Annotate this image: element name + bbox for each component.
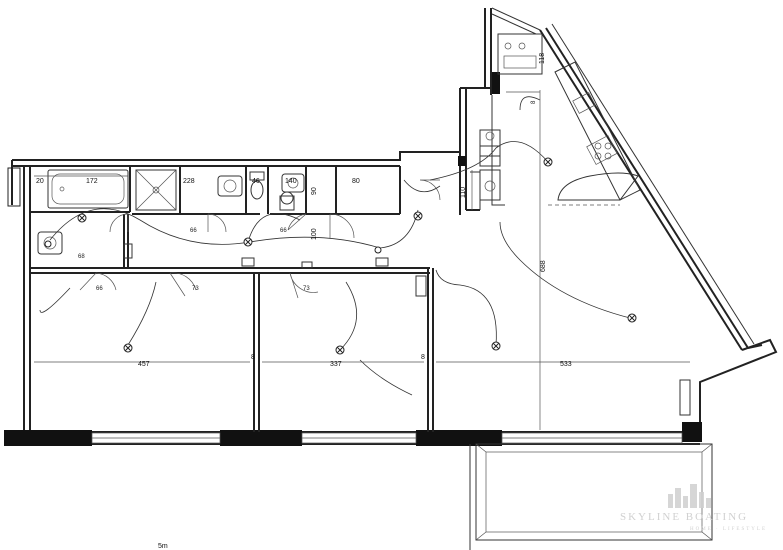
bottom-wall-blocks xyxy=(4,72,702,446)
washbasin-2 xyxy=(281,173,305,193)
doors xyxy=(79,179,441,299)
dim-46: 46 xyxy=(252,178,260,185)
toilet-2 xyxy=(279,191,295,211)
dim-100: 100 xyxy=(311,228,318,240)
dim-533: 533 xyxy=(560,361,572,368)
kitchen-counter-top xyxy=(497,33,543,75)
dim-110: 110 xyxy=(460,187,467,198)
dim-118: 118 xyxy=(539,53,546,64)
dim-457: 457 xyxy=(138,361,150,368)
lamp-9 xyxy=(44,240,52,248)
watermark-tagline: HOME · LIFESTYLE xyxy=(690,527,767,532)
dim-8-a: 8 xyxy=(251,354,255,361)
lamp-8 xyxy=(627,313,637,323)
kitchen-diagonal-counter xyxy=(554,61,641,201)
dim-172: 172 xyxy=(86,178,98,185)
bathtub xyxy=(47,169,129,209)
dim-8-b: 8 xyxy=(421,354,425,361)
watermark-brand: SKYLINE BOATING xyxy=(620,511,748,523)
lamp-4 xyxy=(543,157,553,167)
dim-90: 90 xyxy=(311,187,318,195)
watermark-skyline-icon xyxy=(668,484,711,508)
dim-228: 228 xyxy=(183,178,195,185)
door-73-a: 73 xyxy=(192,286,199,292)
door-68: 68 xyxy=(78,254,85,260)
dim-140: 140 xyxy=(285,178,297,185)
kitchen-column-fixtures xyxy=(479,129,501,201)
lamp-6 xyxy=(335,345,345,355)
door-73-b: 73 xyxy=(303,286,310,292)
scale-label: 5m xyxy=(158,543,168,550)
lamp-5 xyxy=(123,343,133,353)
dim-8-kitchen: 8 xyxy=(531,100,537,104)
lamp-7 xyxy=(491,341,501,351)
dim-688: 688 xyxy=(540,260,547,272)
watermark: SKYLINE BOATING HOME · LIFESTYLE xyxy=(620,484,767,532)
dim-80: 80 xyxy=(352,178,360,185)
door-66-c: 66 xyxy=(280,228,287,234)
lamp-2 xyxy=(243,237,253,247)
dim-337: 337 xyxy=(330,361,342,368)
lamp-10 xyxy=(374,246,382,254)
washbasin-3 xyxy=(37,231,63,255)
door-66: 66 xyxy=(96,286,103,292)
door-66-b: 66 xyxy=(190,228,197,234)
balcony xyxy=(469,443,713,550)
shower xyxy=(135,169,177,211)
ceiling-lamps xyxy=(44,157,637,355)
radiators xyxy=(123,243,427,297)
dimension-lines xyxy=(34,90,690,430)
kitchen-island xyxy=(548,172,639,206)
bottom-windows xyxy=(91,432,683,444)
lamp-3 xyxy=(413,211,423,221)
lamp-1 xyxy=(77,213,87,223)
outer-walls xyxy=(4,7,778,445)
dim-20: 20 xyxy=(36,178,44,185)
toilet-1 xyxy=(249,171,265,200)
dimension-labels: 172 20 228 46 140 80 90 100 110 118 8 68… xyxy=(36,53,572,368)
interior-walls xyxy=(29,95,505,432)
washbasin-1 xyxy=(217,175,243,197)
